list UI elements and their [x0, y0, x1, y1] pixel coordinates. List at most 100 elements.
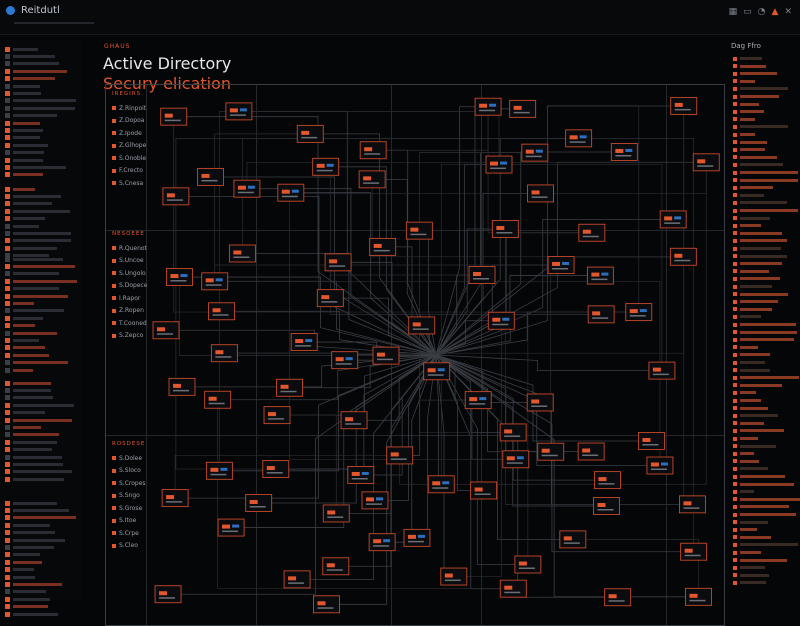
graph-node[interactable]	[154, 585, 182, 604]
property-row[interactable]	[733, 71, 778, 76]
graph-node[interactable]	[485, 155, 513, 174]
graph-node[interactable]	[637, 432, 665, 450]
sidebar-item[interactable]	[5, 380, 51, 386]
sidebar-item[interactable]	[5, 330, 57, 336]
property-row[interactable]	[733, 444, 777, 449]
legend-item[interactable]: S.Zepco	[112, 330, 154, 343]
property-row[interactable]	[733, 383, 783, 388]
sidebar-item[interactable]	[5, 90, 41, 96]
sidebar-item[interactable]	[5, 323, 35, 329]
graph-node[interactable]	[670, 96, 698, 115]
property-row[interactable]	[733, 193, 764, 198]
sidebar-item[interactable]	[5, 98, 76, 104]
graph-node[interactable]	[521, 143, 549, 162]
graph-node[interactable]	[316, 289, 344, 308]
property-row[interactable]	[733, 147, 765, 152]
sidebar-item[interactable]	[5, 461, 63, 467]
sidebar-item[interactable]	[5, 278, 77, 284]
property-row[interactable]	[733, 337, 794, 342]
property-row[interactable]	[733, 330, 797, 335]
legend-item[interactable]: F.Crecto	[112, 165, 154, 178]
graph-node[interactable]	[276, 378, 303, 397]
sidebar-item[interactable]	[5, 46, 39, 52]
property-row[interactable]	[733, 117, 756, 122]
property-row[interactable]	[733, 132, 756, 137]
property-row[interactable]	[733, 573, 769, 578]
graph-node[interactable]	[499, 423, 527, 442]
property-row[interactable]	[733, 292, 789, 297]
sidebar-item[interactable]	[5, 337, 40, 343]
graph-node[interactable]	[205, 461, 233, 480]
property-row[interactable]	[733, 170, 798, 175]
legend-item[interactable]: I.Rapor	[112, 292, 154, 305]
graph-node[interactable]	[263, 406, 291, 425]
property-row[interactable]	[733, 558, 787, 563]
graph-node[interactable]	[692, 153, 720, 172]
legend-item[interactable]: S.Cropes	[112, 477, 154, 490]
graph-node[interactable]	[197, 167, 224, 186]
graph-node[interactable]	[204, 390, 232, 409]
graph-node[interactable]	[361, 491, 389, 510]
sidebar-item[interactable]	[5, 76, 55, 82]
property-row[interactable]	[733, 535, 772, 540]
graph-node[interactable]	[283, 570, 311, 589]
bell-icon[interactable]: ◔	[757, 7, 766, 17]
property-row[interactable]	[733, 246, 781, 251]
graph-node[interactable]	[578, 223, 606, 242]
legend-item[interactable]: S.Sngo	[112, 490, 154, 503]
legend-item[interactable]: S.Crpe	[112, 527, 154, 540]
graph-node[interactable]	[587, 305, 615, 324]
graph-node[interactable]	[470, 481, 498, 500]
sidebar-item[interactable]	[5, 522, 51, 528]
legend-item[interactable]: S.Ungolo	[112, 267, 154, 280]
property-row[interactable]	[733, 482, 795, 487]
sidebar-item[interactable]	[5, 208, 70, 214]
property-row[interactable]	[733, 451, 755, 456]
legend-item[interactable]: Z.Ipode	[112, 127, 154, 140]
sidebar-item[interactable]	[5, 454, 63, 460]
graph-node[interactable]	[217, 518, 245, 537]
graph-node[interactable]	[685, 587, 712, 606]
graph-node[interactable]	[648, 361, 676, 380]
graph-node[interactable]	[646, 456, 674, 475]
sidebar-item[interactable]	[5, 120, 41, 126]
property-row[interactable]	[733, 79, 756, 84]
graph-node[interactable]	[245, 494, 273, 512]
property-row[interactable]	[733, 352, 770, 357]
close-icon[interactable]: ✕	[784, 7, 792, 17]
sidebar-item[interactable]	[5, 604, 49, 610]
graph-node[interactable]	[408, 316, 436, 335]
legend-item[interactable]: Z.Ropen	[112, 305, 154, 318]
graph-node[interactable]	[324, 253, 352, 272]
property-row[interactable]	[733, 223, 762, 228]
sidebar-item[interactable]	[5, 360, 68, 366]
graph-node[interactable]	[347, 466, 375, 484]
sidebar-item[interactable]	[5, 611, 58, 617]
graph-node[interactable]	[290, 333, 318, 352]
graph-node[interactable]	[312, 157, 340, 176]
legend-item[interactable]: S.Sloco	[112, 465, 154, 478]
sidebar-item[interactable]	[5, 395, 53, 401]
property-row[interactable]	[733, 299, 779, 304]
property-row[interactable]	[733, 542, 798, 547]
graph-node[interactable]	[514, 555, 542, 574]
sidebar-item[interactable]	[5, 238, 71, 244]
graph-node[interactable]	[208, 302, 236, 321]
property-row[interactable]	[733, 109, 765, 114]
sidebar-item[interactable]	[5, 105, 76, 111]
property-row[interactable]	[733, 261, 783, 266]
graph-node[interactable]	[659, 210, 687, 229]
sidebar-item[interactable]	[5, 142, 49, 148]
property-row[interactable]	[733, 580, 766, 585]
property-row[interactable]	[733, 345, 758, 350]
graph-node[interactable]	[423, 362, 451, 381]
sidebar-item[interactable]	[5, 216, 45, 222]
graph-node[interactable]	[547, 256, 575, 274]
legend-item[interactable]: T.Cooned	[112, 317, 154, 330]
graph-node[interactable]	[405, 221, 433, 240]
legend-item[interactable]: S.Dopece	[112, 280, 154, 293]
property-row[interactable]	[733, 102, 759, 107]
property-row[interactable]	[733, 314, 761, 319]
property-row[interactable]	[733, 200, 788, 205]
sidebar-item[interactable]	[5, 315, 44, 321]
